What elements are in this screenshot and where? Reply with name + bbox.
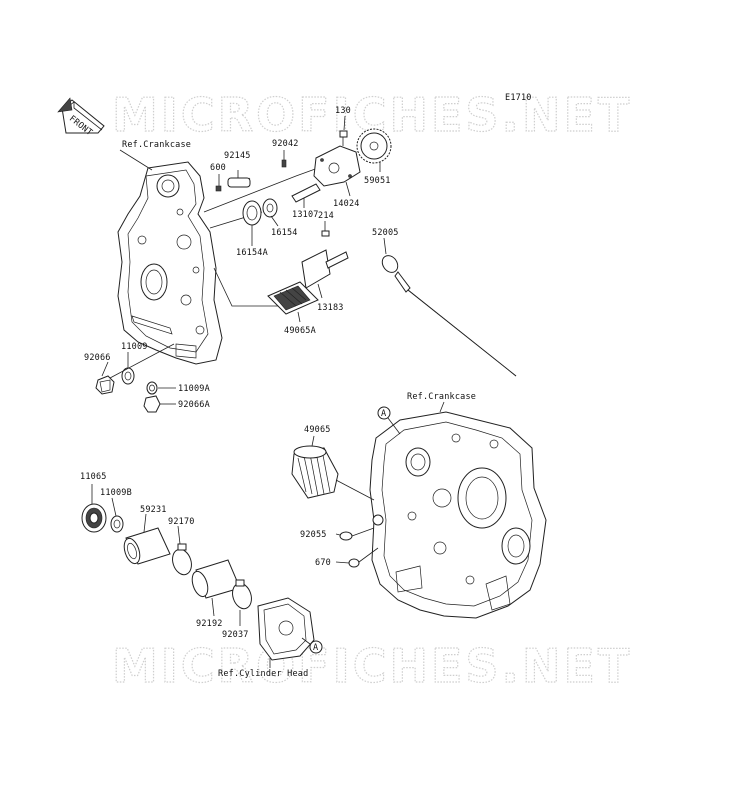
watermark-bottom: MICROFICHES.NET: [112, 639, 632, 693]
callout-a-top-text: A: [381, 409, 386, 419]
label-670: 670: [315, 558, 331, 568]
label-59231: 59231: [140, 505, 167, 515]
label-92055: 92055: [300, 530, 327, 540]
label-92192: 92192: [196, 619, 223, 629]
label-16154: 16154: [271, 228, 298, 238]
ref-cylinder-head-label: Ref.Cylinder Head: [218, 669, 308, 679]
inner-rotor-16154: [262, 198, 278, 218]
drain-plug-92066: [95, 375, 115, 395]
label-52005: 52005: [372, 228, 399, 238]
plate-13183: [301, 249, 349, 289]
pump-shaft-13107: [291, 183, 321, 203]
front-arrow-icon: [57, 97, 105, 134]
oil-pump-rotor: [242, 200, 262, 226]
label-92042: 92042: [272, 139, 299, 149]
label-92145: 92145: [224, 151, 251, 161]
bolt-214: [321, 230, 330, 237]
label-16154A: 16154A: [236, 248, 268, 258]
oring-92055: [339, 531, 353, 541]
label-49065: 49065: [304, 425, 331, 435]
label-13107: 13107: [292, 210, 319, 220]
callout-a-bottom-text: A: [313, 643, 318, 653]
gear-59051: [356, 128, 392, 164]
label-214: 214: [318, 211, 334, 221]
pin-92042: [281, 159, 287, 168]
dipstick-52005: [381, 255, 517, 377]
pipe-59231: [123, 527, 171, 565]
oil-filter-49065: [291, 445, 339, 499]
label-92170: 92170: [168, 517, 195, 527]
label-11065: 11065: [80, 472, 107, 482]
plug-92066A: [143, 395, 161, 413]
callout-a-bottom[interactable]: A: [309, 640, 323, 654]
washer-11009B: [110, 515, 124, 533]
clamp-92170: [172, 543, 192, 576]
clamp-92037: [232, 579, 252, 610]
label-92066A: 92066A: [178, 400, 210, 410]
label-49065A: 49065A: [284, 326, 316, 336]
pump-cover-14024: [313, 145, 361, 187]
oil-screen-49065A: [267, 281, 319, 315]
label-11009A: 11009A: [178, 384, 210, 394]
label-11009: 11009: [121, 342, 148, 352]
relief-spring: [227, 177, 251, 188]
bearing-11065: [81, 503, 107, 533]
figure-code: E1710: [505, 93, 532, 103]
ref-crankcase-top-label: Ref.Crankcase: [122, 140, 191, 150]
washer-11009A: [146, 381, 158, 395]
crankcase-cover-left: [117, 161, 223, 365]
crankcase-right: [369, 411, 547, 619]
bolt-130: [339, 130, 348, 146]
label-92066: 92066: [84, 353, 111, 363]
label-600: 600: [210, 163, 226, 173]
label-14024: 14024: [333, 199, 360, 209]
label-130: 130: [335, 106, 351, 116]
cylinder-head-fragment: [257, 597, 315, 661]
callout-a-top[interactable]: A: [377, 406, 391, 420]
label-92037: 92037: [222, 630, 249, 640]
label-59051: 59051: [364, 176, 391, 186]
oring-670: [348, 558, 360, 568]
part-600-ball: [215, 185, 222, 192]
label-13183: 13183: [317, 303, 344, 313]
ref-crankcase-right-label: Ref.Crankcase: [407, 392, 476, 402]
label-11009B: 11009B: [100, 488, 132, 498]
